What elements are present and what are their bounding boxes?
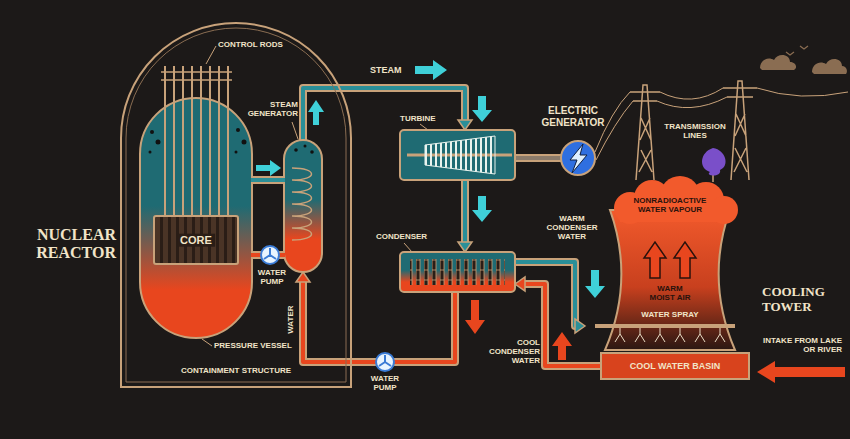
air-arrow [644,242,666,278]
part-label: CONTROL RODS [218,40,288,49]
arrowhead [575,319,585,333]
generator-drawing [561,141,595,175]
flow-arrow [256,160,281,176]
pipe-connector [458,180,472,252]
part-label: TRANSMISSION LINES [660,122,730,140]
bubbles [294,145,314,154]
transmission-lines-drawing [595,81,848,180]
vapour-cloud [614,176,738,224]
control-rods [161,66,232,215]
node-label: COOL WATER BASIN [627,361,724,371]
bubbles [149,128,247,154]
part-label: WATER PUMP [255,268,289,286]
flow-arrow [552,332,572,360]
condenser-drawing [400,252,515,292]
flow-arrow [415,60,447,80]
clouds [760,46,847,74]
coil [292,168,312,240]
flow-label: INTAKE FROM LAKE OR RIVER [758,336,842,354]
intake-arrow [757,361,845,383]
spray-bar [595,324,735,328]
flow-arrow [585,270,605,298]
arrowhead [458,242,472,252]
edge-label: STEAM [368,65,404,75]
pipe-fill [463,180,467,244]
node-label: TURBINE [400,114,460,123]
containment-structure-outline [120,22,352,388]
steam-generator-body [284,140,322,272]
reactor-loop-pipes [251,180,285,255]
turbine: TURBINE [400,130,515,180]
leader-line [206,46,216,64]
node-label: CONDENSER [376,232,446,241]
reactor-core: CORE [153,215,239,265]
water-pump-icon [261,246,279,264]
flow-label: NONRADIOACTIVE WATER VAPOUR [620,196,720,214]
node-label: COOLING TOWER [762,285,837,315]
flow-label: WARM CONDENSER WATER [540,214,604,242]
arrowhead [515,277,525,291]
cool-water-basin: COOL WATER BASIN [600,352,750,380]
node-label: CONTAINMENT STRUCTURE [120,366,352,375]
water-pump-icon [376,353,394,371]
section-title: NUCLEAR REACTOR [20,226,116,263]
part-label: PRESSURE VESSEL [214,341,304,350]
electric-generator: ELECTRIC GENERATOR [561,141,595,175]
steam-generator: STEAM GENERATOR [284,140,322,272]
tree [702,148,726,182]
spray-nozzles [615,328,725,342]
leader-line [404,243,412,252]
containment-structure: CONTAINMENT STRUCTURE CORE STEAM GENERATOR [120,22,352,388]
node-label: ELECTRIC GENERATOR [520,105,626,128]
part-label: WATER PUMP [365,374,405,392]
cooling-tower-drawing [595,176,738,350]
flow-label: WARM MOIST AIR [645,284,695,302]
pressure-vessel [140,98,252,338]
arrowhead [296,272,310,282]
leader-line [292,122,298,139]
steam-generator [284,140,322,272]
leader-line [420,124,428,130]
flow-label: WATER [286,305,295,335]
pipe-outline [515,154,561,162]
node-label: STEAM GENERATOR [244,100,298,118]
flow-arrow [465,300,485,334]
flow-arrow [472,196,492,222]
arrowhead [458,120,472,130]
shaft-connector [515,158,561,159]
flow-arrow [472,96,492,122]
part-label: WATER SPRAY [630,310,710,319]
vessel-body [140,98,252,338]
condenser: CONDENSER [400,252,515,292]
flow-label: COOL CONDENSER WATER [484,338,540,366]
air-arrow [674,242,696,278]
pipe-fill [515,156,561,160]
node-label: CORE [177,234,215,247]
pipe-outline [461,180,469,244]
pipe-connector [515,262,585,333]
turbine-drawing [400,130,515,180]
leader-line [202,339,212,346]
flow-arrow [308,100,324,125]
